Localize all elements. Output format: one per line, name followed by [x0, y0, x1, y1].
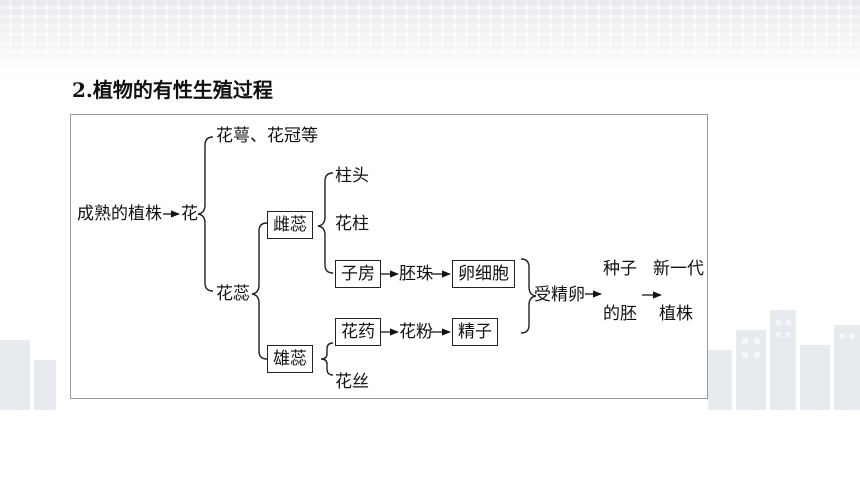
background-cityscape	[0, 310, 860, 410]
brace-stamen-pistil	[251, 222, 268, 360]
label-embryo: 的胚	[603, 304, 637, 324]
label-flower: 花	[181, 204, 198, 224]
label-style: 花柱	[335, 214, 369, 234]
label-stigma: 柱头	[335, 166, 369, 186]
brace-stamen	[320, 342, 334, 376]
label-new-generation: 新一代	[653, 259, 704, 279]
brace-flower	[197, 136, 214, 292]
box-anther: 花药	[335, 318, 381, 346]
label-ovule: 胚珠	[399, 264, 433, 284]
label-filament: 花丝	[335, 372, 369, 392]
reproduction-diagram: 成熟的植株 花 花萼、花冠等 花蕊 雌蕊 柱头 花柱 子房 胚珠 卵细胞 雄蕊 …	[70, 114, 708, 399]
label-seed: 种子	[603, 259, 637, 279]
box-egg: 卵细胞	[452, 260, 515, 288]
box-stamen: 雄蕊	[267, 345, 313, 373]
label-pollen: 花粉	[399, 322, 433, 342]
background-pattern-top	[0, 0, 860, 78]
label-mature-plant: 成熟的植株	[77, 204, 162, 224]
brace-pistil	[317, 172, 334, 274]
label-stamen-pistil: 花蕊	[216, 284, 250, 304]
page-title: 2.植物的有性生殖过程	[72, 78, 273, 102]
diagram-connectors	[163, 136, 662, 376]
brace-merge	[520, 258, 537, 334]
label-fertilized-egg: 受精卵	[534, 285, 585, 305]
box-ovary: 子房	[335, 260, 381, 288]
box-sperm: 精子	[452, 318, 498, 346]
box-pistil: 雌蕊	[267, 211, 313, 239]
label-plant: 植株	[659, 304, 693, 324]
label-sepal-petal: 花萼、花冠等	[216, 126, 318, 146]
